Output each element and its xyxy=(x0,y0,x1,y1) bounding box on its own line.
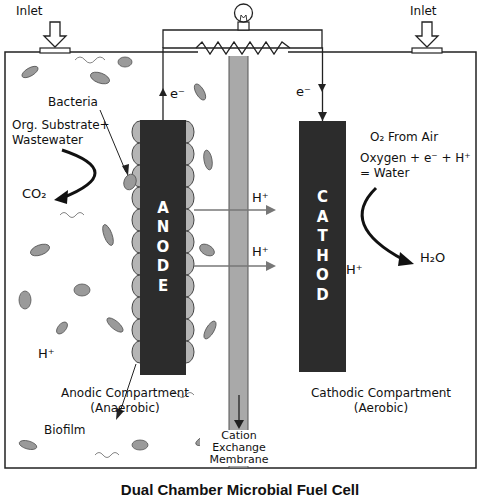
electrode-box: ANODE xyxy=(140,120,186,375)
text-label: H⁺ xyxy=(346,262,363,277)
electrode-label: CATHOD xyxy=(315,188,330,305)
circuit-wire xyxy=(163,48,327,121)
text-label: Inlet xyxy=(16,4,43,19)
text-label: Biofilm xyxy=(44,423,86,438)
text-label: e⁻ xyxy=(170,86,185,101)
text-label: H⁺ xyxy=(38,346,55,361)
text-label: O₂ From Air xyxy=(370,130,438,145)
text-label: H⁺ xyxy=(252,190,269,205)
text-label: CO₂ xyxy=(22,186,47,201)
text-label: Anodic Compartment (Anaerobic) xyxy=(40,386,210,416)
text-label: Cation Exchange Membrane xyxy=(200,430,278,466)
text-label: Inlet xyxy=(410,4,437,19)
diagram-title: Dual Chamber Microbial Fuel Cell xyxy=(0,481,480,498)
text-label: H⁺ xyxy=(252,244,269,259)
text-label: Bacteria xyxy=(48,95,98,110)
text-label: e⁻ xyxy=(296,84,311,99)
text-label: Org. Substrate+ Wastewater xyxy=(12,118,130,148)
electrode-label: ANODE xyxy=(156,199,171,297)
electrode-box: CATHOD xyxy=(299,121,346,372)
text-label: Oxygen + e⁻ + H⁺ = Water xyxy=(360,151,472,181)
text-label: H₂O xyxy=(420,250,445,265)
text-label: Cathodic Compartment (Aerobic) xyxy=(296,386,466,416)
